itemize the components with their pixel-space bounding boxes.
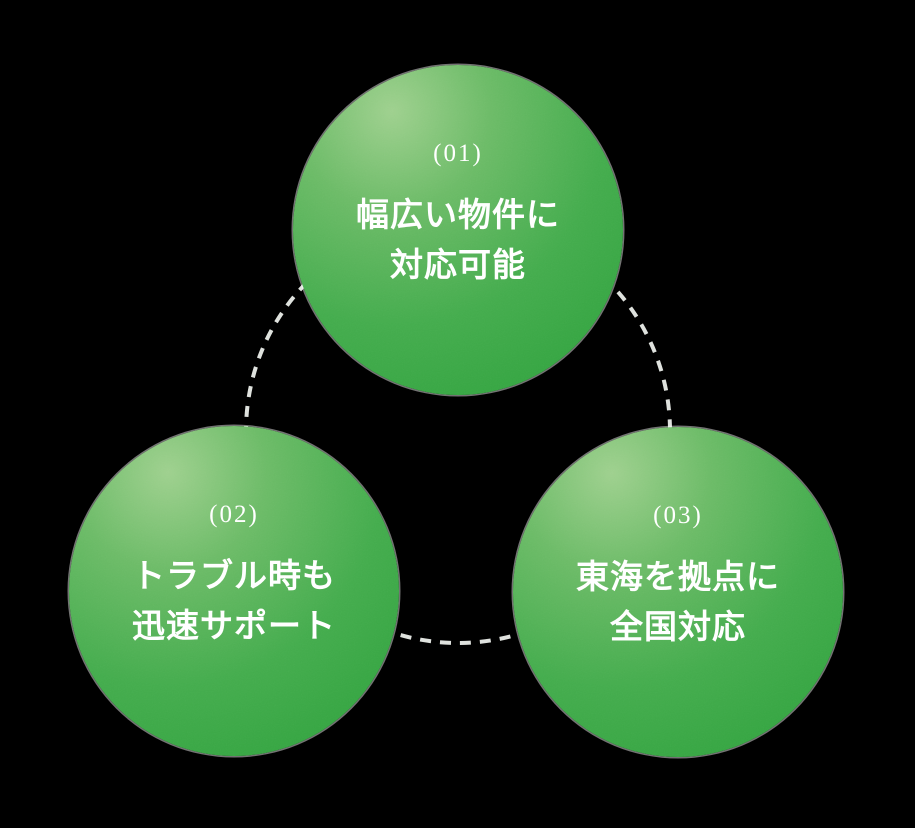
feature-text-03: 東海を拠点に 全国対応: [576, 552, 780, 652]
feature-circle-01: (01) 幅広い物件に 対応可能: [293, 65, 623, 395]
feature-line: 対応可能: [390, 246, 526, 283]
feature-text-01: 幅広い物件に 対応可能: [356, 190, 560, 290]
feature-text-02: トラブル時も 迅速サポート: [132, 551, 336, 651]
feature-line: 東海を拠点に: [576, 558, 780, 595]
feature-number-03: (03): [653, 502, 703, 529]
feature-circle-03: (03) 東海を拠点に 全国対応: [513, 427, 843, 757]
feature-line: 全国対応: [610, 608, 746, 645]
feature-line: 迅速サポート: [132, 607, 336, 644]
feature-line: 幅広い物件に: [356, 196, 560, 233]
feature-circle-02: (02) トラブル時も 迅速サポート: [69, 426, 399, 756]
feature-line: トラブル時も: [132, 557, 336, 594]
feature-number-02: (02): [209, 501, 259, 528]
feature-number-01: (01): [433, 140, 483, 167]
